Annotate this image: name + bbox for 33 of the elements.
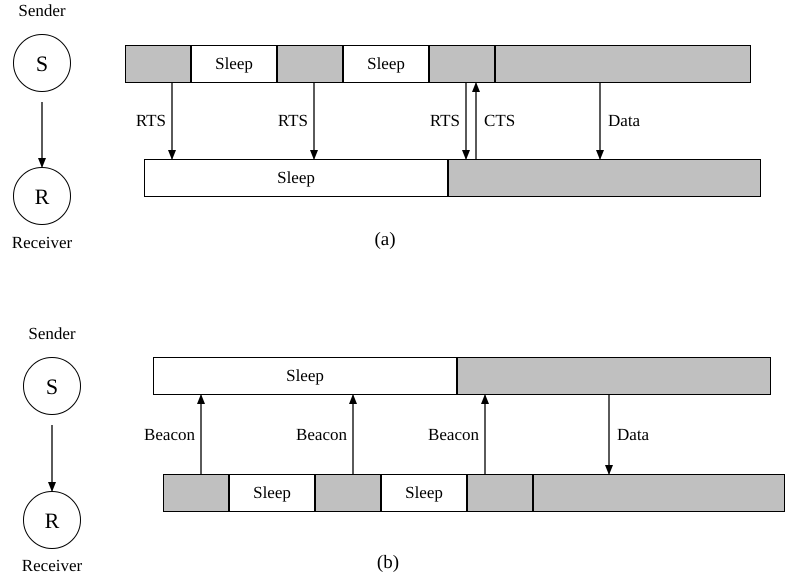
arrow xyxy=(197,394,205,474)
active-period-bar xyxy=(277,45,343,83)
node-caption: Receiver xyxy=(12,234,72,251)
node-caption: Sender xyxy=(28,325,76,342)
sleep-period-bar: Sleep xyxy=(229,474,315,512)
arrow xyxy=(310,83,318,160)
active-period-bar xyxy=(533,474,785,512)
sleep-period-bar: Sleep xyxy=(191,45,277,83)
sleep-period-bar: Sleep xyxy=(153,357,457,395)
arrow xyxy=(462,83,470,160)
sleep-period-bar: Sleep xyxy=(144,159,448,197)
arrow xyxy=(481,394,489,474)
active-period-bar xyxy=(315,474,381,512)
active-period-bar xyxy=(457,357,771,395)
arrow xyxy=(349,394,357,474)
active-period-bar xyxy=(448,159,761,197)
active-period-bar xyxy=(495,45,751,83)
arrow xyxy=(48,425,56,492)
arrow xyxy=(38,102,46,168)
node-caption: Receiver xyxy=(22,557,82,574)
arrow xyxy=(168,83,176,160)
sleep-period-bar: Sleep xyxy=(343,45,429,83)
arrow xyxy=(596,83,604,160)
node-caption: Sender xyxy=(18,2,66,19)
active-period-bar xyxy=(429,45,495,83)
arrow xyxy=(605,395,613,475)
arrow xyxy=(472,82,480,159)
active-period-bar xyxy=(125,45,191,83)
sleep-period-bar: Sleep xyxy=(381,474,467,512)
active-period-bar xyxy=(467,474,533,512)
panel-label: (b) xyxy=(376,553,400,572)
panel-label: (a) xyxy=(374,230,396,249)
active-period-bar xyxy=(163,474,229,512)
